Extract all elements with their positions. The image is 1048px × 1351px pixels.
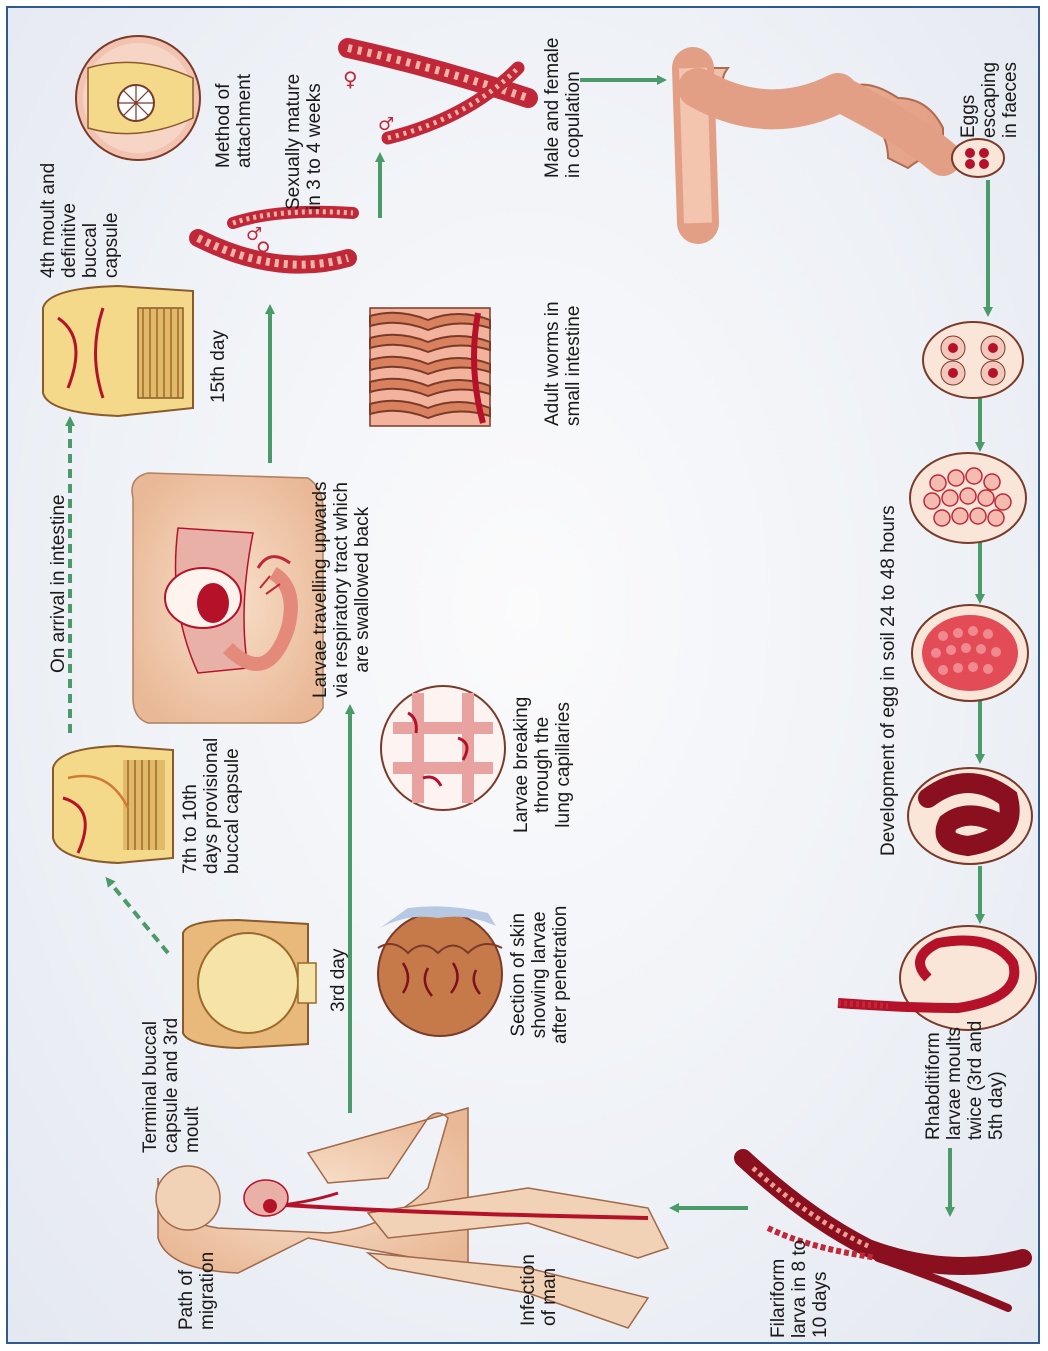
egg-multicell-illustration	[912, 605, 1028, 701]
svg-text:♀: ♀	[343, 67, 358, 91]
svg-text:♂: ♂	[246, 224, 262, 245]
copulating-worms-illustration: ♀ ♂	[343, 48, 528, 138]
label-adult-worms: Adult worms in small intestine	[542, 301, 584, 426]
label-day-15: 15th day	[208, 330, 229, 403]
label-provisional-capsule: 7th to 10th days provisional buccal caps…	[180, 738, 243, 874]
small-intestine-section-illustration	[370, 308, 490, 426]
svg-text:♂: ♂	[378, 114, 394, 135]
label-on-arrival: On arrival in intestine	[48, 495, 69, 673]
label-fourth-moult: 4th moult and definitive buccal capsule	[38, 163, 122, 278]
lung-capillaries-illustration	[381, 686, 505, 810]
label-infection-of-man: Infection of man	[518, 1254, 560, 1326]
large-intestine-illustration	[691, 68, 943, 223]
label-development-of-egg: Development of egg in soil 24 to 48 hour…	[878, 505, 899, 856]
label-sexually-mature: Sexually mature in 3 to 4 weeks	[283, 74, 325, 210]
label-method-of-attachment: Method of attachment	[213, 74, 255, 168]
label-eggs-escaping: Eggs escaping in faeces	[958, 62, 1021, 138]
torso-lungs-illustration	[132, 473, 323, 723]
egg-escaping-illustration	[952, 139, 1004, 177]
label-filariform: Filariform larva in 8 to 10 days	[768, 1240, 831, 1338]
label-rhabditiform: Rhabditiform larvae moults twice (3rd an…	[923, 1021, 1007, 1140]
skin-section-illustration	[378, 906, 502, 1036]
egg-larva-illustration	[908, 768, 1032, 864]
egg-morula-illustration	[910, 453, 1026, 543]
rhabditiform-larva-illustration	[838, 926, 1036, 1030]
mature-worms-illustration: ♀ ♂	[198, 212, 353, 265]
label-section-of-skin: Section of skin showing larvae after pen…	[508, 906, 571, 1044]
human-body-illustration	[156, 1108, 668, 1328]
arrow-dashed-provisional	[108, 880, 168, 953]
label-larvae-breaking: Larvae breaking through the lung capilla…	[511, 697, 574, 833]
egg-4-cell-illustration	[923, 322, 1023, 398]
label-path-of-migration: Path of migration	[176, 1252, 218, 1330]
provisional-buccal-capsule	[53, 746, 173, 863]
label-day-3: 3rd day	[328, 949, 349, 1012]
label-terminal-capsule: Terminal buccal capsule and 3rd moult	[140, 1018, 203, 1153]
method-of-attachment-illustration	[76, 36, 200, 160]
definitive-buccal-capsule	[43, 286, 193, 416]
label-male-female-copulation: Male and female in copulation	[542, 38, 584, 178]
label-larvae-travelling: Larvae travelling upwards via respirator…	[310, 481, 373, 698]
lifecycle-diagram: ♀ ♂ ♀ ♂	[6, 6, 1040, 1344]
